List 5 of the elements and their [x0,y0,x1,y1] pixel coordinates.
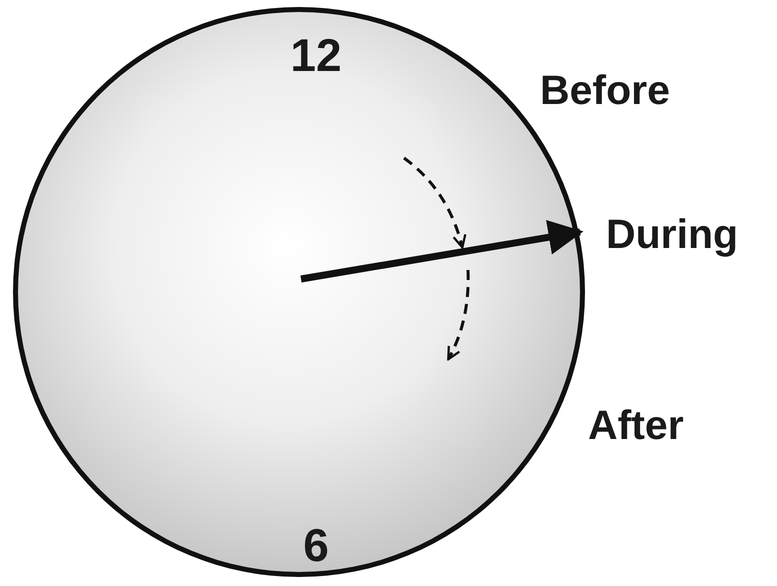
clock-numeral: 12 [289,32,343,78]
phase-label: After [588,405,684,446]
clock-numeral: 6 [302,522,330,568]
phase-label: During [606,214,738,255]
phase-label: Before [540,70,670,111]
